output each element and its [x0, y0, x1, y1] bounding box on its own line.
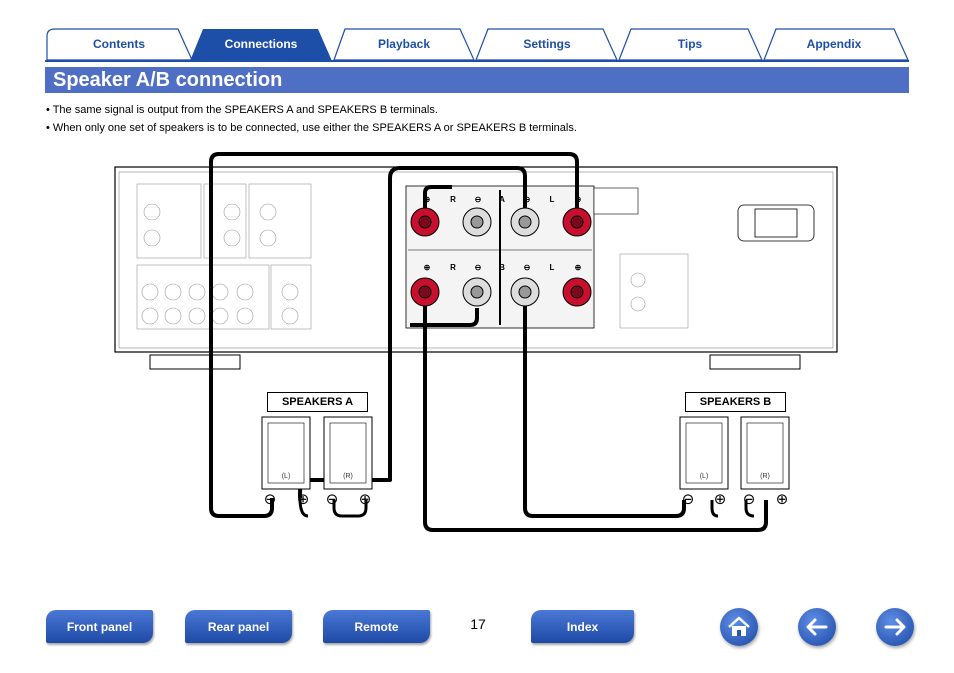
tab-connections-shape: [190, 29, 332, 61]
terminal-minus-sign: ⊖: [475, 263, 482, 272]
tab-connections[interactable]: Connections: [224, 37, 298, 51]
plus-symbol: ⊕: [714, 490, 727, 508]
speakers-a-label: SPEAKERS A: [267, 392, 368, 412]
terminal-minus-sign: ⊖: [524, 195, 531, 204]
description: • The same signal is output from the SPE…: [46, 101, 916, 137]
tab-contents-shape: [46, 28, 193, 61]
arrow-right-icon: [884, 618, 906, 636]
terminal-plus-sign: ⊕: [575, 195, 582, 204]
tab-bar: [45, 28, 909, 62]
tab-tips[interactable]: Tips: [677, 37, 703, 51]
channel-label: (R): [760, 473, 770, 480]
bullet-item: • The same signal is output from the SPE…: [46, 104, 438, 116]
minus-symbol: ⊖: [682, 490, 695, 508]
minus-symbol: ⊖: [326, 490, 339, 508]
channel-label: (R): [343, 473, 353, 480]
ac-inlet: [737, 204, 815, 242]
right-foot: [709, 354, 801, 370]
minus-symbol: ⊖: [743, 490, 756, 508]
plus-symbol: ⊕: [359, 490, 372, 508]
tab-appendix-shape: [763, 28, 909, 61]
tab-appendix[interactable]: Appendix: [806, 37, 862, 51]
terminal-plus-sign: ⊕: [575, 263, 582, 272]
page-number: 17: [470, 616, 486, 632]
left-foot: [149, 354, 241, 370]
bullet-item: • When only one set of speakers is to be…: [46, 122, 577, 134]
plus-symbol: ⊕: [297, 490, 310, 508]
minus-symbol: ⊖: [264, 490, 277, 508]
terminal-r-label: R: [450, 195, 456, 204]
plus-symbol: ⊕: [776, 490, 789, 508]
tab-playback-shape: [333, 28, 475, 61]
arrow-left-icon: [806, 618, 828, 636]
terminal-minus-sign: ⊖: [524, 263, 531, 272]
speakers-b-label: SPEAKERS B: [685, 392, 786, 412]
tab-settings-shape: [475, 28, 618, 61]
terminal-minus-sign: ⊖: [475, 195, 482, 204]
forward-button[interactable]: [876, 608, 914, 646]
page-title-bar: Speaker A/B connection: [45, 67, 909, 93]
channel-label: (L): [699, 473, 709, 480]
front-panel-button[interactable]: Front panel: [46, 610, 153, 643]
speaker-terminals: [410, 207, 592, 307]
terminal-a-label: A: [499, 195, 505, 204]
terminal-l-label: L: [550, 263, 555, 272]
terminal-r-label: R: [450, 263, 456, 272]
back-button[interactable]: [798, 608, 836, 646]
page-title: Speaker A/B connection: [53, 69, 283, 91]
home-button[interactable]: [720, 608, 758, 646]
terminal-l-label: L: [550, 195, 555, 204]
rear-panel-button[interactable]: Rear panel: [185, 610, 292, 643]
channel-label: (L): [281, 473, 291, 480]
terminal-plus-sign: ⊕: [424, 195, 431, 204]
tab-tips-shape: [618, 28, 763, 61]
remote-button[interactable]: Remote: [323, 610, 430, 643]
tab-settings[interactable]: Settings: [523, 37, 571, 51]
tab-playback[interactable]: Playback: [377, 37, 431, 51]
amplifier-rear-panel: [114, 166, 838, 370]
terminal-plus-sign: ⊕: [424, 263, 431, 272]
tab-contents[interactable]: Contents: [93, 37, 145, 51]
terminal-b-label: B: [499, 263, 505, 272]
speaker-terminal-block: [405, 185, 595, 329]
home-icon: [728, 616, 750, 636]
index-button[interactable]: Index: [531, 610, 634, 643]
